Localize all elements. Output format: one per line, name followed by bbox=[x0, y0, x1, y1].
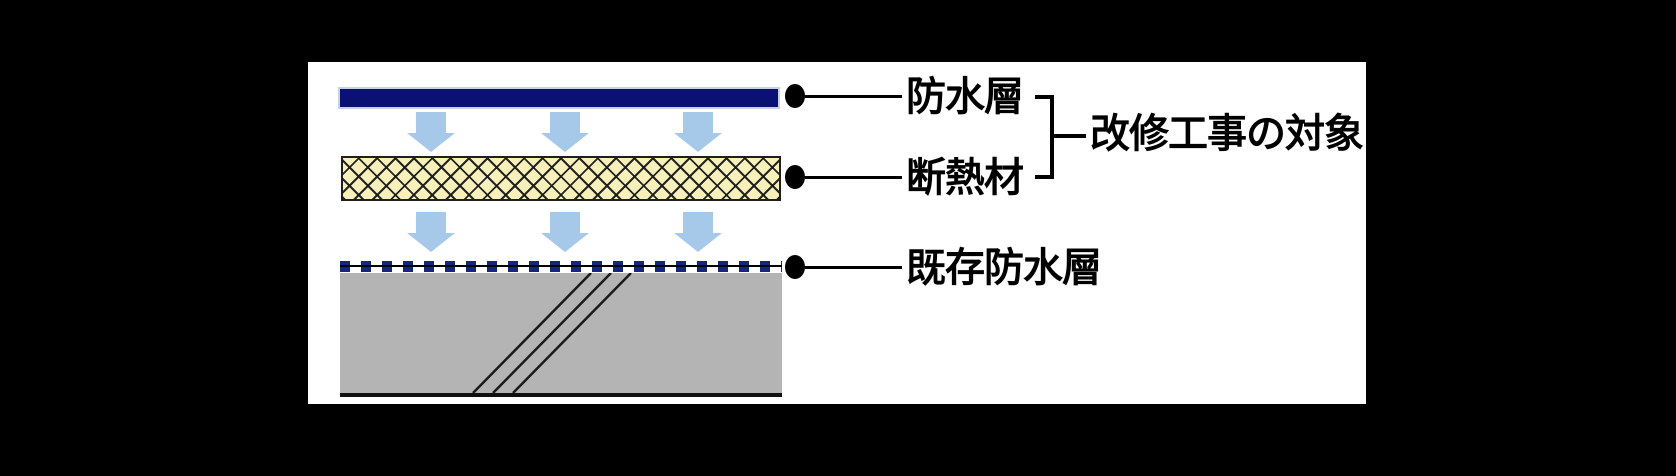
renovation-scope-label: 改修工事の対象 bbox=[1090, 112, 1364, 156]
down-arrow-icon bbox=[407, 112, 455, 152]
bracket-bottom-tick bbox=[1035, 175, 1054, 179]
down-arrow-icon bbox=[541, 212, 589, 252]
down-arrow-icon bbox=[541, 112, 589, 152]
leader-line bbox=[805, 266, 902, 269]
down-arrow-icon bbox=[674, 112, 722, 152]
leader-line bbox=[805, 176, 902, 179]
down-arrow-icon bbox=[407, 212, 455, 252]
down-arrow-icon bbox=[674, 112, 722, 152]
down-arrow-icon bbox=[407, 112, 455, 152]
down-arrow-icon bbox=[407, 212, 455, 252]
down-arrow-icon bbox=[674, 212, 722, 252]
down-arrow-icon bbox=[674, 212, 722, 252]
callout-dot bbox=[785, 165, 805, 189]
callout-dot bbox=[785, 84, 805, 108]
existing-waterproof-dashed-line bbox=[340, 261, 782, 272]
insulation-label: 断熱材 bbox=[906, 156, 1024, 200]
bracket-top-tick bbox=[1035, 95, 1054, 99]
concrete-slab bbox=[340, 273, 782, 397]
existing-waterproof-label: 既存防水層 bbox=[906, 246, 1102, 290]
slab-break-lines bbox=[472, 273, 632, 393]
insulation-layer-bar bbox=[341, 156, 781, 201]
leader-line bbox=[805, 95, 902, 98]
bracket-connector bbox=[1050, 134, 1086, 138]
diagram-panel: 防水層 断熱材 既存防水層 改修工事の対象 bbox=[308, 62, 1366, 404]
down-arrow-icon bbox=[541, 112, 589, 152]
callout-dot bbox=[785, 255, 805, 279]
waterproof-layer-bar bbox=[340, 89, 778, 107]
down-arrow-icon bbox=[541, 212, 589, 252]
waterproof-layer-label: 防水層 bbox=[906, 75, 1024, 119]
